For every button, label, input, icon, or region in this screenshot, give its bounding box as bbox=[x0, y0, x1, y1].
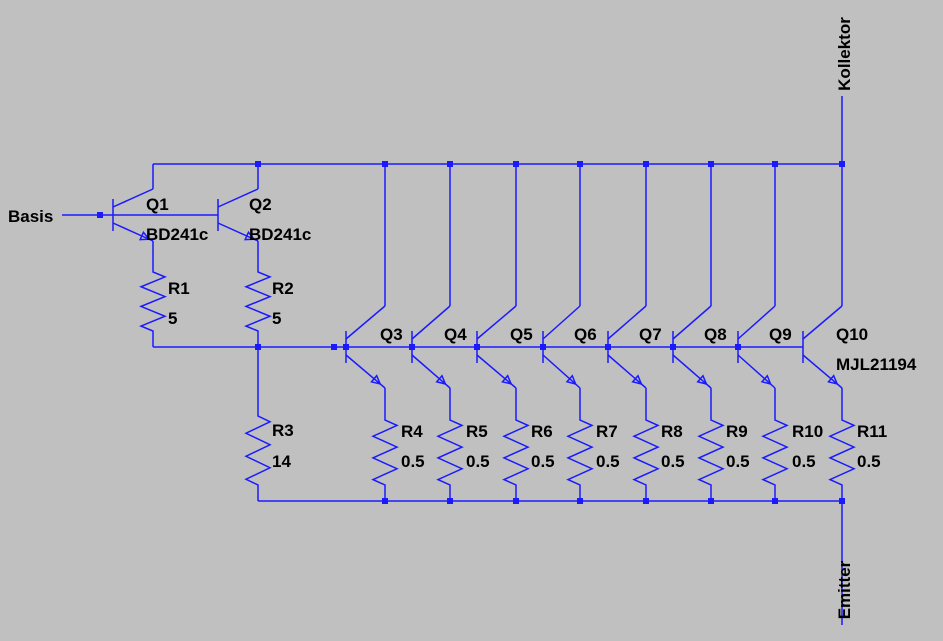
q9-label: Q9 bbox=[769, 325, 792, 344]
junction-dot bbox=[97, 212, 103, 218]
q5-transistor bbox=[476, 305, 517, 389]
junction-dot bbox=[839, 161, 845, 167]
r4-label: R4 bbox=[401, 422, 423, 441]
r6-label: R6 bbox=[531, 422, 553, 441]
q6-label: Q6 bbox=[574, 325, 597, 344]
q6-transistor bbox=[542, 305, 581, 389]
components bbox=[112, 188, 856, 501]
r2-label: R2 bbox=[272, 279, 294, 298]
q8-transistor bbox=[672, 305, 712, 389]
q5-label: Q5 bbox=[510, 325, 533, 344]
q10-label: Q10 bbox=[836, 325, 868, 344]
junction-dot bbox=[447, 498, 453, 504]
junction-dot bbox=[513, 161, 519, 167]
r4-resistor bbox=[371, 404, 399, 501]
junction-dot bbox=[331, 344, 337, 350]
r7-value-label: 0.5 bbox=[596, 452, 620, 471]
r2-resistor bbox=[244, 256, 272, 347]
junction-dot bbox=[643, 498, 649, 504]
junction-dot bbox=[577, 498, 583, 504]
r5-value-label: 0.5 bbox=[466, 452, 490, 471]
junction-dot bbox=[772, 498, 778, 504]
junction-dot bbox=[474, 344, 480, 350]
q7-label: Q7 bbox=[639, 325, 662, 344]
junction-dot bbox=[839, 498, 845, 504]
r8-value-label: 0.5 bbox=[661, 452, 685, 471]
r5-resistor bbox=[436, 404, 464, 501]
junction-dot bbox=[670, 344, 676, 350]
junction-dot bbox=[255, 161, 261, 167]
r9-value-label: 0.5 bbox=[726, 452, 750, 471]
q1-label: Q1 bbox=[146, 195, 169, 214]
q10-model-label: MJL21194 bbox=[836, 355, 917, 374]
r6-value-label: 0.5 bbox=[531, 452, 555, 471]
junction-dot bbox=[343, 344, 349, 350]
junction-dot bbox=[540, 344, 546, 350]
r11-label: R11 bbox=[857, 422, 887, 441]
emitter-label: Emitter bbox=[835, 560, 854, 619]
r3-resistor bbox=[244, 400, 272, 501]
junction-dot bbox=[772, 161, 778, 167]
q2-transistor bbox=[217, 188, 259, 242]
junction-dot bbox=[708, 498, 714, 504]
r7-label: R7 bbox=[596, 422, 618, 441]
r10-resistor bbox=[761, 404, 789, 501]
junction-dot bbox=[409, 344, 415, 350]
q10-transistor bbox=[802, 305, 843, 389]
r10-value-label: 0.5 bbox=[792, 452, 816, 471]
junction-dot bbox=[577, 161, 583, 167]
r3-value-label: 14 bbox=[272, 452, 291, 471]
q8-label: Q8 bbox=[704, 325, 727, 344]
junction-dot bbox=[447, 161, 453, 167]
junction-dot bbox=[382, 161, 388, 167]
junction-dot bbox=[255, 344, 261, 350]
r8-label: R8 bbox=[661, 422, 683, 441]
r1-label: R1 bbox=[168, 279, 190, 298]
r1-resistor bbox=[139, 256, 167, 347]
r11-value-label: 0.5 bbox=[857, 452, 881, 471]
r6-resistor bbox=[502, 404, 530, 501]
r9-label: R9 bbox=[726, 422, 748, 441]
kollektor-label: Kollektor bbox=[835, 17, 854, 91]
junctions bbox=[97, 161, 845, 504]
basis-label: Basis bbox=[8, 207, 53, 226]
r10-label: R10 bbox=[792, 422, 823, 441]
junction-dot bbox=[735, 344, 741, 350]
q4-label: Q4 bbox=[444, 325, 467, 344]
q1-model-label: BD241c bbox=[146, 225, 208, 244]
wires bbox=[62, 96, 843, 625]
r1-value-label: 5 bbox=[168, 309, 177, 328]
q3-transistor bbox=[345, 305, 386, 389]
r4-value-label: 0.5 bbox=[401, 452, 425, 471]
junction-dot bbox=[513, 498, 519, 504]
r3-label: R3 bbox=[272, 421, 294, 440]
q1-transistor bbox=[112, 188, 154, 242]
r2-value-label: 5 bbox=[272, 309, 281, 328]
q2-label: Q2 bbox=[249, 195, 272, 214]
junction-dot bbox=[382, 498, 388, 504]
junction-dot bbox=[708, 161, 714, 167]
junction-dot bbox=[643, 161, 649, 167]
junction-dot bbox=[605, 344, 611, 350]
r5-label: R5 bbox=[466, 422, 488, 441]
r7-resistor bbox=[566, 404, 594, 501]
q2-model-label: BD241c bbox=[249, 225, 311, 244]
r11-resistor bbox=[828, 404, 856, 501]
r9-resistor bbox=[697, 404, 725, 501]
r8-resistor bbox=[632, 404, 660, 501]
q3-label: Q3 bbox=[380, 325, 403, 344]
